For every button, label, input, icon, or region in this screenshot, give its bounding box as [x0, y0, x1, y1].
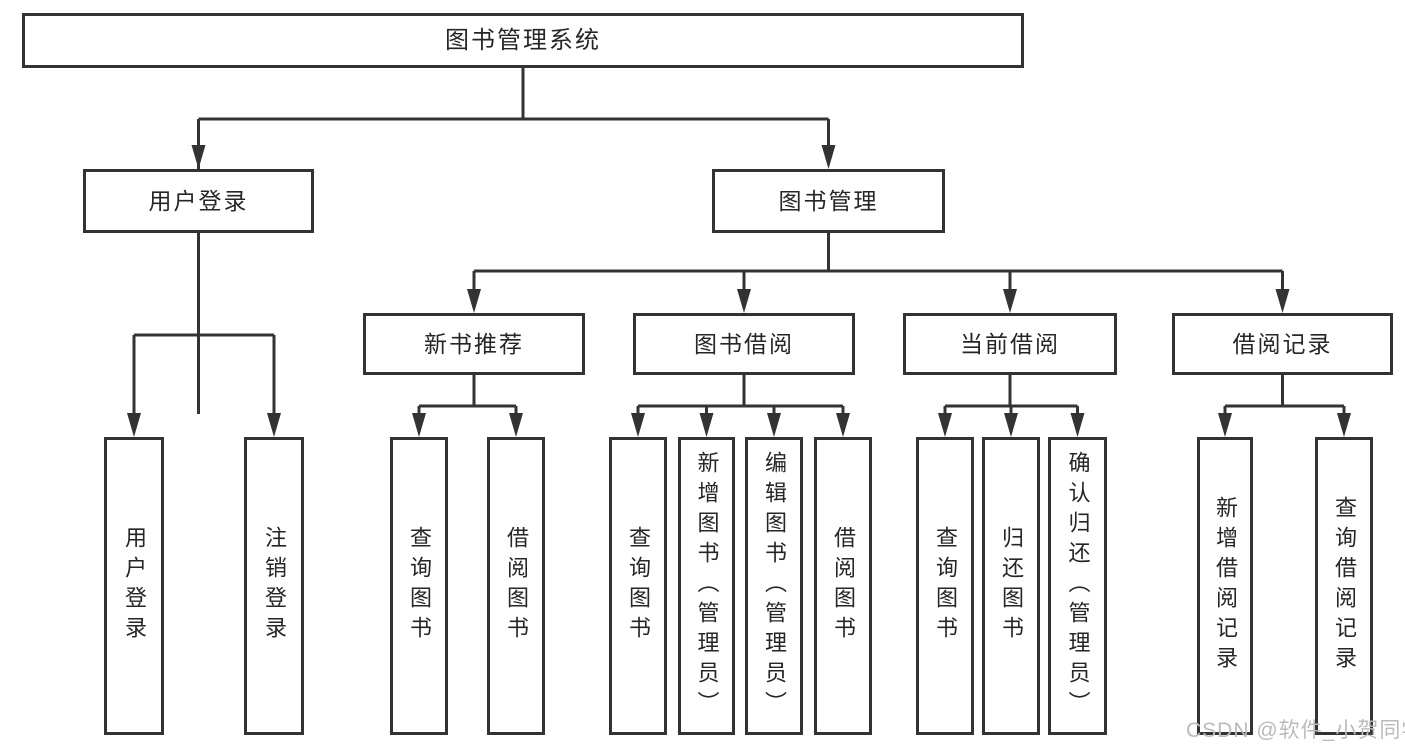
csdn-watermark: CSDN @软件_小贺同学	[1186, 719, 1405, 742]
leaf-query-books-borrowing: 查询图书	[609, 437, 667, 735]
leaf-query-books-recommend: 查询图书	[390, 437, 448, 735]
node-borrowing-records: 借阅记录	[1172, 313, 1393, 375]
node-book-management: 图书管理	[712, 169, 945, 233]
node-new-book-recommend: 新书推荐	[363, 313, 585, 375]
leaf-add-book-admin: 新增图书（管理员）	[678, 437, 735, 735]
node-book-borrowing: 图书借阅	[633, 313, 855, 375]
node-current-borrowing: 当前借阅	[903, 313, 1117, 375]
leaf-return-books: 归还图书	[982, 437, 1040, 735]
leaf-borrow-books-recommend: 借阅图书	[487, 437, 545, 735]
leaf-add-borrow-record: 新增借阅记录	[1197, 437, 1253, 735]
leaf-confirm-return-admin: 确认归还（管理员）	[1048, 437, 1107, 735]
leaf-user-login: 用户登录	[104, 437, 164, 735]
leaf-query-borrow-record: 查询借阅记录	[1315, 437, 1373, 735]
leaf-query-books-current: 查询图书	[916, 437, 974, 735]
leaf-borrow-books-borrowing: 借阅图书	[814, 437, 872, 735]
leaf-logout: 注销登录	[244, 437, 304, 735]
node-user-login: 用户登录	[83, 169, 314, 233]
leaf-edit-book-admin: 编辑图书（管理员）	[745, 437, 803, 735]
node-root-library-system: 图书管理系统	[22, 13, 1024, 68]
